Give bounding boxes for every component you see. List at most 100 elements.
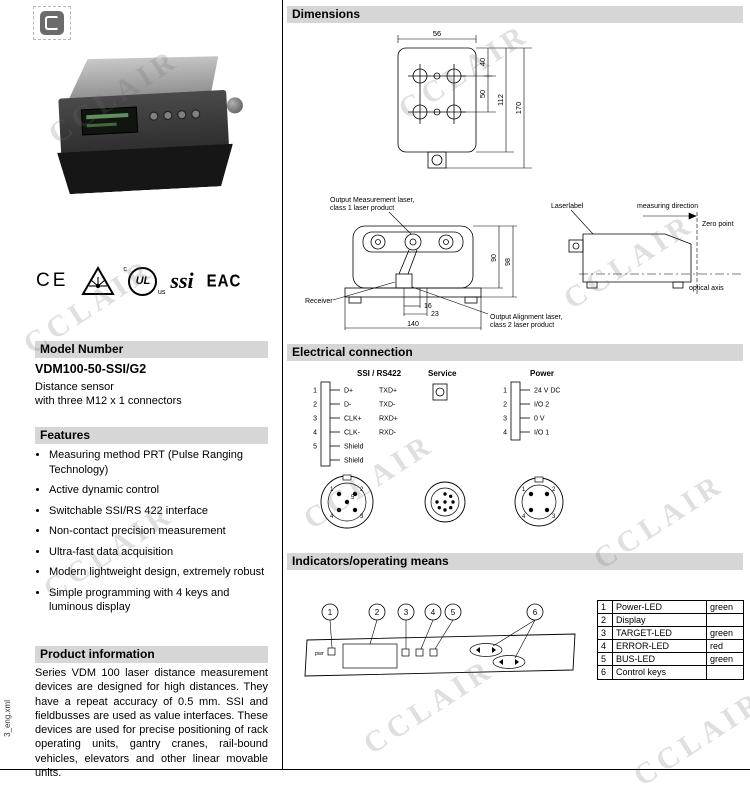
ul-mark: c UL us	[123, 266, 165, 296]
pin-signal: CLK+	[344, 416, 362, 423]
indicators-panel-drawing: 1 2 3 4 5 6 pwr	[304, 603, 576, 677]
device-display	[80, 106, 139, 136]
device-connector-knob	[226, 97, 244, 114]
m12-service-connector-face	[424, 481, 466, 523]
table-row: 3 TARGET-LED green	[598, 627, 743, 640]
feature-item: Active dynamic control	[49, 483, 268, 498]
table-cell-number: 2	[598, 614, 613, 626]
model-number: VDM100-50-SSI/G2	[35, 362, 147, 376]
profile-outline	[568, 233, 692, 289]
model-number-header: Model Number	[35, 341, 268, 358]
callout-circles	[321, 603, 544, 621]
label-zero-point: Zero point	[702, 221, 734, 228]
pin-signal: RXD-	[379, 430, 397, 437]
callout-number: 6	[533, 608, 538, 617]
table-cell-name: Display	[613, 614, 707, 626]
callout-number: 1	[328, 608, 333, 617]
connector-pin-number: 1	[522, 487, 526, 493]
dimensions-profile-view: Laserlabel measuring direction Zero poin…	[551, 203, 741, 294]
feature-item: Simple programming with 4 keys and lumin…	[49, 586, 268, 615]
table-cell-number: 1	[598, 601, 613, 613]
dim-label: 112	[496, 94, 505, 106]
dim-label: 140	[407, 321, 419, 328]
connector-pin-number: 5	[351, 495, 355, 501]
brand-logo	[33, 6, 71, 40]
product-info-header: Product information	[35, 646, 268, 663]
certifications-row: CE c UL us ssi EAC	[36, 263, 270, 299]
top-view-outline	[397, 47, 477, 169]
pin-signal: D+	[344, 388, 353, 395]
feature-item: Modern lightweight design, extremely rob…	[49, 565, 268, 580]
table-row: 5 BUS-LED green	[598, 653, 743, 666]
product-photo	[52, 48, 244, 210]
ul-label: UL	[135, 275, 151, 287]
document-side-code: 3_eng.xml	[3, 700, 12, 737]
connector-pin-number: 2	[360, 487, 364, 493]
connector-title-power: Power	[530, 369, 554, 378]
pin-number: 1	[503, 388, 507, 395]
ssi-connector-symbol	[320, 381, 340, 467]
connector-pin-number: 1	[330, 487, 334, 493]
table-cell-color: green	[710, 602, 734, 612]
table-cell-color: green	[710, 654, 734, 664]
watermark: CCLAIR	[627, 684, 750, 793]
features-list: Measuring method PRT (Pulse Ranging Tech…	[49, 448, 268, 621]
ul-us-label: us	[158, 288, 166, 296]
label-alignment-laser: Output Alignment laser,	[490, 314, 562, 321]
table-cell-number: 4	[598, 640, 613, 652]
dim-label: 56	[433, 29, 441, 38]
laser-warning-icon	[81, 265, 116, 295]
label-alignment-laser: class 2 laser product	[490, 322, 554, 329]
callout-number: 3	[404, 608, 409, 617]
pin-number: 3	[313, 416, 317, 423]
panel-outline	[304, 633, 576, 677]
ce-mark: CE	[36, 270, 69, 291]
electrical-header: Electrical connection	[287, 344, 743, 361]
feature-item: Ultra-fast data acquisition	[49, 545, 268, 560]
callout-number: 5	[451, 608, 456, 617]
table-row: 6 Control keys	[598, 666, 743, 679]
table-cell-number: 5	[598, 653, 613, 665]
label-measuring-direction: measuring direction	[637, 203, 698, 210]
model-desc-line2: with three M12 x 1 connectors	[35, 395, 182, 407]
product-info-text: Series VDM 100 laser distance measuremen…	[35, 667, 268, 780]
table-cell-number: 6	[598, 666, 613, 679]
pin-signal: D-	[344, 402, 352, 409]
table-cell-color: red	[710, 641, 724, 651]
m12-ssi-connector-face: 1 2 3 4 5	[320, 474, 374, 529]
indicators-header: Indicators/operating means	[287, 553, 743, 570]
table-cell-number: 3	[598, 627, 613, 639]
profile-leaders	[570, 209, 741, 294]
pin-signal: 0 V	[534, 416, 545, 423]
panel-elements	[327, 643, 526, 669]
table-row: 2 Display	[598, 614, 743, 627]
pin-number: 4	[503, 430, 507, 437]
pin-number: 2	[503, 402, 507, 409]
table-cell-name: Control keys	[613, 666, 707, 679]
pin-number: 5	[313, 444, 317, 451]
pin-signal: I/O 1	[534, 430, 549, 437]
dim-label: 170	[514, 102, 523, 115]
connector-title-ssi: SSI / RS422	[357, 369, 402, 378]
callout-leaders	[329, 619, 536, 659]
pin-signal: 24 V DC	[534, 388, 560, 395]
device-keys	[149, 109, 201, 121]
ul-c-label: c	[123, 265, 127, 273]
ssi-logo: ssi	[170, 268, 194, 293]
pin-number: 3	[503, 416, 507, 423]
eac-mark: EAC	[206, 271, 242, 291]
column-divider	[282, 0, 283, 769]
pin-signal: RXD+	[379, 416, 398, 423]
label-measurement-laser: Output Measurement laser,	[330, 197, 414, 204]
callout-number: 4	[431, 608, 436, 617]
footer-rule	[0, 769, 750, 770]
callout-number: 2	[375, 608, 380, 617]
brand-logo-icon	[40, 11, 64, 35]
label-optical-axis: optical axis	[689, 285, 724, 292]
feature-item: Switchable SSI/RS 422 interface	[49, 504, 268, 519]
table-cell-color	[707, 666, 743, 679]
model-desc-line1: Distance sensor	[35, 381, 114, 393]
connector-pin-number: 3	[552, 514, 556, 520]
pin-signal: Shield	[344, 458, 364, 465]
pin-number: 1	[313, 388, 317, 395]
